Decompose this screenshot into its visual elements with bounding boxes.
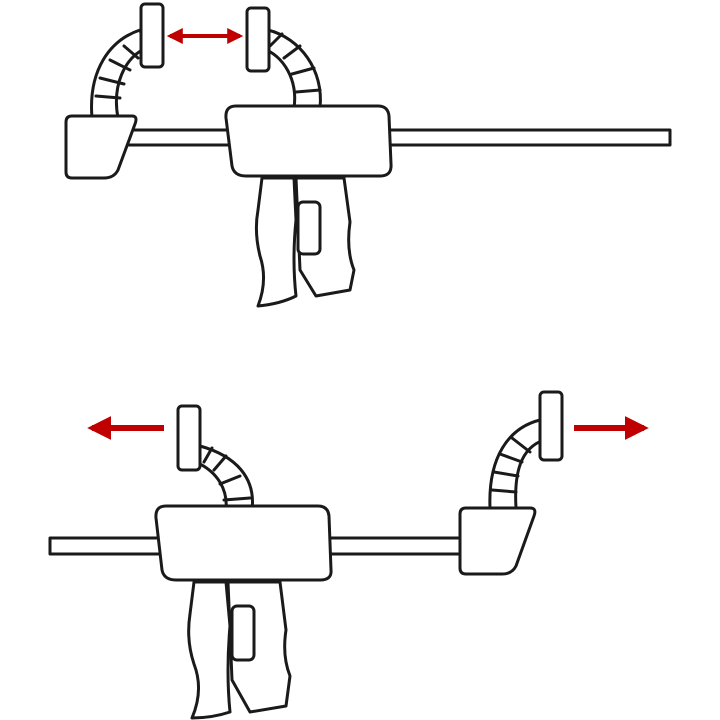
panel-top-clamping xyxy=(64,2,672,308)
movable-jaw-arm xyxy=(260,28,322,110)
movable-body xyxy=(154,504,333,582)
movable-body xyxy=(224,104,393,178)
fixed-jaw-arm xyxy=(488,418,546,510)
fixed-jaw-pad xyxy=(538,390,564,462)
panel-bottom-spreading xyxy=(48,390,649,720)
pistol-grip xyxy=(254,176,356,308)
clamp-bar-rail xyxy=(118,128,672,147)
fixed-jaw-arm xyxy=(90,28,148,120)
movable-jaw-arm xyxy=(194,444,254,512)
movable-jaw-pad xyxy=(245,6,271,73)
movable-jaw-pad xyxy=(176,404,202,472)
fixed-jaw-pad xyxy=(139,2,165,69)
pistol-grip xyxy=(187,580,292,720)
fixed-head xyxy=(458,506,537,576)
fixed-head xyxy=(64,114,138,180)
